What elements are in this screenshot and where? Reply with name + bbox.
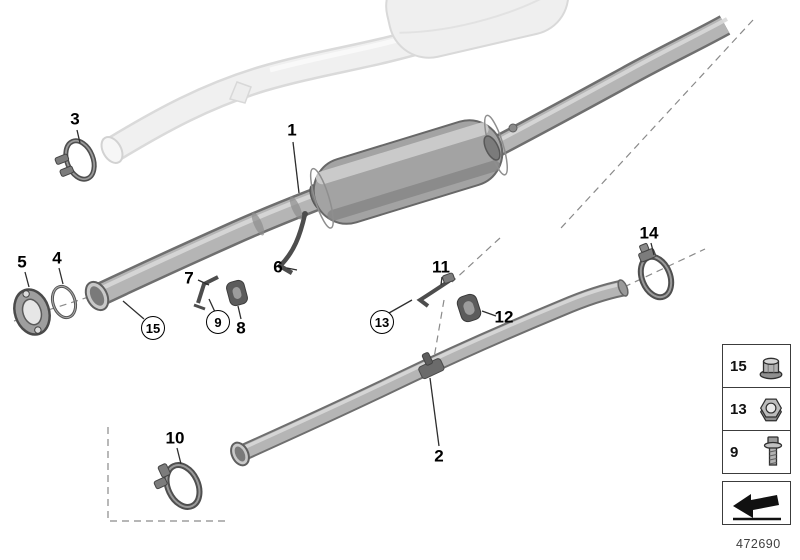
callout-2[interactable]: 2 [434,446,444,466]
callout-14[interactable]: 14 [639,223,659,243]
ghost-rear-muffler-assembly [100,0,570,164]
bracket-part-6 [276,211,308,275]
rubber-mount-part-8 [226,279,248,307]
callout-6[interactable]: 6 [273,257,283,277]
legend-label-9: 9 [730,443,739,461]
callout-9[interactable]: 9 [206,310,230,334]
legend-label-15: 15 [730,357,747,375]
callout-10[interactable]: 10 [165,428,185,448]
clamp-part-14 [637,243,675,301]
welded-hanger-bracket [418,352,445,380]
direction-arrow-box [722,481,791,525]
diagram-number: 472690 [736,537,781,551]
front-pipe-catalytic-converter [84,15,731,312]
callout-7[interactable]: 7 [184,268,194,288]
callout-5[interactable]: 5 [17,252,27,272]
gasket-part-4 [50,284,78,320]
callout-3[interactable]: 3 [70,109,80,129]
callout-8[interactable]: 8 [236,318,246,338]
bolt-icon [763,436,783,466]
legend-table: 15 13 9 [722,344,791,525]
flange-nut-icon [759,357,783,380]
callout-11[interactable]: 11 [432,257,450,277]
flange-part-5 [13,288,51,336]
legend-row-13[interactable]: 13 [722,387,791,431]
hex-nut-icon [759,398,783,422]
legend-label-13: 13 [730,400,747,418]
legend-row-9[interactable]: 9 [722,430,791,474]
callout-12[interactable]: 12 [494,307,514,327]
center-pipe [230,279,629,467]
legend-row-15[interactable]: 15 [722,344,791,388]
bracket-part-7 [193,275,219,311]
callout-15[interactable]: 15 [141,316,165,340]
clamp-part-3 [54,138,97,182]
direction-arrow-icon [732,494,781,521]
leader-lines [24,129,655,465]
bracket-part-11 [416,272,456,308]
catalytic-converter-body [309,114,508,229]
callout-4[interactable]: 4 [52,248,62,268]
callout-1[interactable]: 1 [287,120,297,140]
rubber-mount-part-12 [456,293,482,323]
clamp-part-10 [153,462,203,510]
callout-13[interactable]: 13 [370,310,394,334]
